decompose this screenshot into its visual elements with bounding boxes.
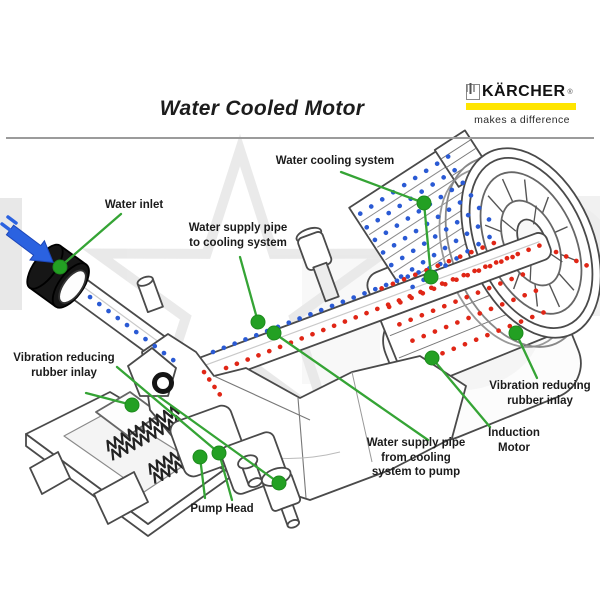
dot-rubber-inlay-left — [124, 397, 140, 413]
label-line: Vibration reducing — [489, 380, 591, 392]
cold-water-flow-dots — [87, 152, 499, 369]
label-line: Vibration reducing — [13, 352, 115, 364]
dot-pump-head-1 — [192, 449, 208, 465]
base-foot — [29, 451, 71, 495]
dot-induction-motor — [424, 350, 440, 366]
dot-return-pipe — [266, 325, 282, 341]
dot-pump-head-2 — [211, 445, 227, 461]
brand-name: KÄRCHER — [482, 83, 566, 100]
label-induction-motor: Induction Motor — [488, 426, 540, 455]
dot-pump-outlet — [271, 475, 287, 491]
label-line: Water supply pipe — [366, 437, 466, 449]
water-flow-arrow-icon — [0, 215, 54, 263]
pump-stub — [136, 275, 164, 314]
karcher-logo-icon — [466, 83, 480, 100]
bracket-ring — [152, 372, 174, 394]
warm-water-flow-dots — [201, 237, 591, 402]
annotation-dots — [52, 195, 524, 491]
brand-yellow-bar — [466, 103, 576, 110]
label-line: rubber inlay — [507, 394, 573, 407]
label-water-inlet: Water inlet — [104, 199, 164, 211]
label-line: to cooling system — [189, 236, 287, 249]
label-supply-pipe-to-cooling: Water supply pipe to cooling system — [189, 221, 288, 250]
label-line: rubber inlay — [31, 366, 97, 379]
header-divider — [6, 137, 594, 139]
registered-mark: ® — [567, 88, 573, 96]
label-line: system to pump — [371, 466, 461, 479]
fan-grille — [484, 178, 578, 308]
label-line: from cooling — [381, 451, 451, 464]
dot-cooling-jacket — [416, 195, 432, 211]
page-title: Water Cooled Motor — [159, 97, 365, 120]
dot-cooling-system — [423, 269, 439, 285]
pipe-clamp-fitting — [295, 226, 340, 303]
dot-water-inlet — [52, 259, 68, 275]
dot-rubber-inlay-right — [508, 325, 524, 341]
label-line: Induction — [488, 427, 540, 439]
label-line: Motor — [498, 441, 530, 454]
brand-tagline: makes a difference — [474, 114, 570, 126]
base-foot — [93, 471, 149, 525]
label-water-cooling-system: Water cooling system — [275, 155, 395, 167]
water-inlet-cap — [26, 243, 90, 309]
dot-supply-pipe — [250, 314, 266, 330]
karcher-logo: KÄRCHER ® makes a difference — [466, 83, 578, 126]
label-vibration-inlay-right: Vibration reducing rubber inlay — [489, 379, 590, 408]
label-supply-pipe-from-cooling: Water supply pipe from cooling system to… — [367, 436, 466, 480]
label-pump-head: Pump Head — [190, 503, 254, 515]
mount-bracket — [127, 347, 177, 397]
label-vibration-inlay-left: Vibration reducing rubber inlay — [13, 351, 114, 380]
label-line: Water supply pipe — [188, 222, 288, 234]
